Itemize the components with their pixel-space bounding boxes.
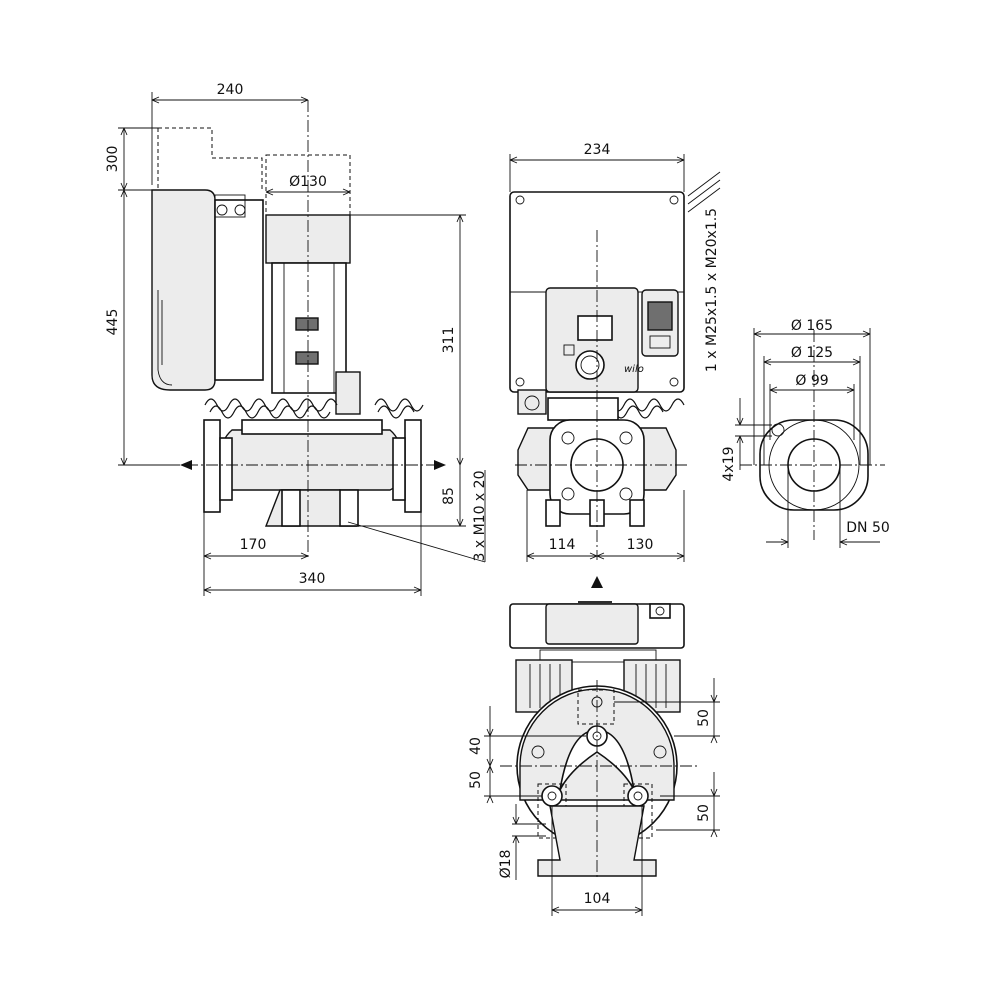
- dim-front-left: 114: [549, 537, 576, 553]
- dim-front-cable-entries: 1 x M25x1.5 x M20x1.5: [704, 208, 720, 372]
- dim-flange-dn: DN 50: [846, 520, 890, 536]
- flow-arrow-right-icon: [434, 460, 446, 470]
- side-motor-housing: [151, 189, 216, 391]
- arrow-up-icon: [591, 576, 603, 588]
- dim-side-height-85: 85: [441, 487, 457, 505]
- dim-side-thread: 3 x M10 x 20: [472, 471, 488, 562]
- front-control-knob: [575, 350, 605, 380]
- arrow-left-icon: [180, 460, 192, 470]
- dim-plan-right-top: 50: [696, 709, 712, 727]
- dim-flange-d2: Ø 125: [791, 345, 833, 361]
- front-view: wilo 234 1 x M25x1.5 x M20x1.5: [509, 142, 721, 588]
- dim-plan-40: 40: [468, 737, 484, 755]
- front-brand: wilo: [624, 364, 644, 375]
- dim-side-height-311: 311: [441, 327, 457, 354]
- side-pump-body: [219, 429, 403, 491]
- dim-flange-holes: 4x19: [721, 446, 737, 481]
- dim-plan-104: 104: [584, 891, 611, 907]
- dim-front-right: 130: [627, 537, 654, 553]
- dim-flange-d3: Ø 99: [795, 373, 828, 389]
- dim-side-total-height: 445: [105, 309, 121, 336]
- side-view: 240 Ø130 300 445 311 85 3 x M10 x 20 170: [105, 82, 488, 596]
- dim-front-width: 234: [584, 142, 611, 158]
- dim-side-top-clearance: 300: [105, 146, 121, 173]
- dim-side-half-width: 170: [240, 537, 267, 553]
- dim-side-width-top: 240: [217, 82, 244, 98]
- front-display: [577, 315, 613, 341]
- flange-detail: Ø 165 Ø 125 Ø 99 4x19 DN 50: [721, 318, 890, 548]
- plan-view: 50 50 40 50 Ø18 104: [468, 601, 720, 916]
- dim-flange-d1: Ø 165: [791, 318, 833, 334]
- dim-plan-left: 50: [468, 771, 484, 789]
- dim-plan-hole: Ø18: [498, 850, 514, 879]
- dim-plan-right-bottom: 50: [696, 804, 712, 822]
- dim-side-diameter: Ø130: [289, 174, 327, 190]
- dim-side-total-width: 340: [299, 571, 326, 587]
